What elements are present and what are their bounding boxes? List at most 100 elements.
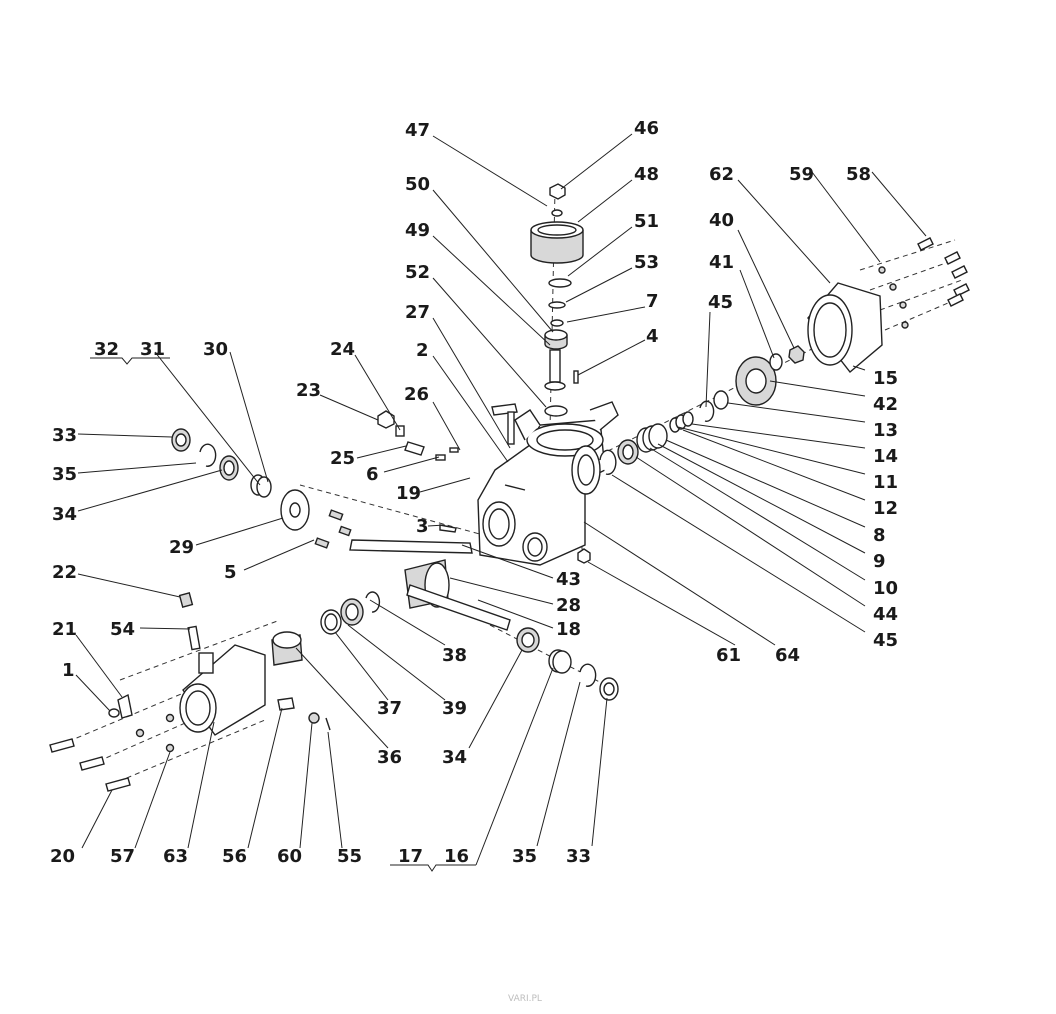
watermark: VARI.PL [508, 994, 542, 1004]
callout-9: 9 [873, 551, 886, 572]
circlip-35b [579, 663, 597, 687]
nut-23 [377, 410, 395, 429]
callout-29: 29 [169, 537, 194, 558]
lower-right-stack [548, 649, 619, 701]
nut-57 [165, 743, 175, 753]
bolt-20c [105, 777, 131, 792]
callout-48: 48 [634, 164, 659, 185]
callout-16: 16 [444, 846, 469, 867]
plug-61 [577, 548, 591, 564]
middle-left-stack [271, 591, 381, 666]
left-seal-stack [171, 428, 310, 531]
ring-53 [548, 301, 566, 309]
callout-40: 40 [709, 210, 734, 231]
key-5a [314, 537, 330, 549]
callout-5: 5 [224, 562, 237, 583]
callout-14: 14 [873, 446, 898, 467]
callout-39: 39 [442, 698, 467, 719]
nut-47 [549, 183, 566, 200]
shaft-18 [406, 584, 511, 631]
callout-50: 50 [405, 174, 430, 195]
callout-62: 62 [709, 164, 734, 185]
callout-36: 36 [377, 747, 402, 768]
callout-6: 6 [366, 464, 379, 485]
callout-10: 10 [873, 578, 898, 599]
callout-26: 26 [404, 384, 429, 405]
callout-45-top: 45 [708, 292, 733, 313]
callout-25: 25 [330, 448, 355, 469]
callout-30: 30 [203, 339, 228, 360]
clip-3 [439, 524, 457, 533]
valve-56 [277, 697, 295, 711]
sleeve-24 [395, 425, 405, 437]
callout-55: 55 [337, 846, 362, 867]
callout-32: 32 [94, 339, 119, 360]
callout-12: 12 [873, 498, 898, 519]
callout-58: 58 [846, 164, 871, 185]
lower-left-housing [49, 592, 266, 792]
callout-34-left: 34 [52, 504, 77, 525]
callout-18: 18 [556, 619, 581, 640]
shaft-50 [549, 349, 561, 383]
callout-15: 15 [873, 368, 898, 389]
callout-19: 19 [396, 483, 421, 504]
screw-55 [325, 717, 331, 731]
callout-56: 56 [222, 846, 247, 867]
callout-13: 13 [873, 420, 898, 441]
callout-60: 60 [277, 846, 302, 867]
callout-35-bottom: 35 [512, 846, 537, 867]
washer-46 [551, 209, 563, 217]
callout-17: 17 [398, 846, 423, 867]
washer-13 [713, 390, 729, 410]
bolt-25 [404, 441, 425, 456]
callout-8: 8 [873, 525, 886, 546]
callout-11: 11 [873, 472, 898, 493]
callout-20: 20 [50, 846, 75, 867]
callout-46: 46 [634, 118, 659, 139]
callout-23: 23 [296, 380, 321, 401]
callout-47: 47 [405, 120, 430, 141]
callout-1: 1 [62, 660, 75, 681]
shafts-and-gears [349, 539, 540, 653]
washer-41 [769, 353, 783, 371]
washer-60 [308, 712, 320, 724]
right-stack [577, 237, 970, 564]
circlip-35a [199, 443, 217, 467]
key-5c [338, 525, 352, 537]
callout-24: 24 [330, 339, 355, 360]
callout-28: 28 [556, 595, 581, 616]
bolt-20b [79, 756, 105, 771]
bolt-58a [917, 237, 934, 251]
callout-33-left: 33 [52, 425, 77, 446]
washer-14 [682, 411, 694, 427]
oring-51 [548, 278, 572, 288]
top-column-parts [530, 183, 584, 417]
nut-40 [788, 345, 805, 364]
callout-44: 44 [873, 604, 898, 625]
washer-7 [550, 319, 564, 327]
oring-52 [544, 405, 568, 417]
pin-26 [449, 447, 459, 453]
callout-63: 63 [163, 846, 188, 867]
callout-7: 7 [646, 291, 659, 312]
callout-43: 43 [556, 569, 581, 590]
callout-57: 57 [110, 846, 135, 867]
callout-51: 51 [634, 211, 659, 232]
bracket-21 [117, 693, 133, 719]
callout-42: 42 [873, 394, 898, 415]
callout-labels: 47 46 50 48 49 51 53 52 7 27 4 2 24 26 2… [50, 118, 898, 867]
callout-21: 21 [52, 619, 77, 640]
callout-35-left: 35 [52, 464, 77, 485]
bolt-20a [49, 738, 75, 753]
callout-64: 64 [775, 645, 800, 666]
washer-1 [108, 708, 120, 718]
shaft-43 [349, 539, 473, 554]
circlip-45b [599, 449, 617, 476]
gearbox-housing [477, 401, 619, 566]
callout-3: 3 [416, 516, 429, 537]
pin-4 [573, 370, 579, 384]
callout-49: 49 [405, 220, 430, 241]
callout-52: 52 [405, 262, 430, 283]
callout-59: 59 [789, 164, 814, 185]
